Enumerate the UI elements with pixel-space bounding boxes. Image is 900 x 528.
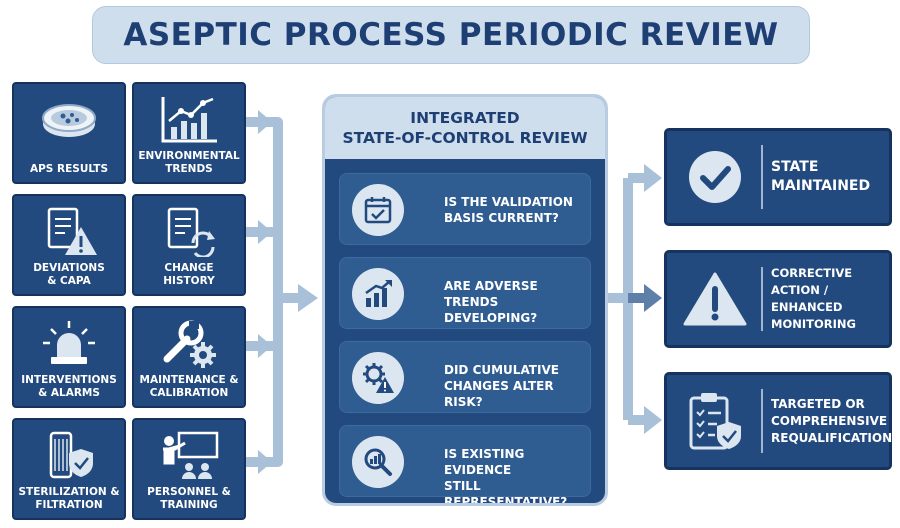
filter-shield-icon (14, 428, 124, 482)
outcome-state-maintained: STATE MAINTAINED (664, 128, 892, 226)
integrated-review-panel: INTEGRATED STATE-OF-CONTROL REVIEW IS TH… (322, 94, 608, 506)
outcome-line: CORRECTIVE ACTION / (771, 266, 853, 297)
page-title: ASEPTIC PROCESS PERIODIC REVIEW (123, 17, 779, 53)
input-label: ENVIRONMENTAL TRENDS (138, 150, 240, 175)
question-line: BASIS CURRENT? (444, 211, 559, 225)
arrowhead-out-2 (644, 284, 662, 312)
input-label: PERSONNEL & TRAINING (147, 486, 231, 511)
arrowhead-to-center (298, 284, 318, 312)
input-tile-sterilization-filtration: STERILIZATION & FILTRATION (12, 418, 126, 520)
input-label: DEVIATIONS & CAPA (33, 262, 105, 287)
question-line: DID CUMULATIVE (444, 363, 559, 377)
input-label: APS RESULTS (29, 163, 109, 175)
trend-chart-icon (134, 92, 244, 146)
outcome-line: ENHANCED (771, 300, 843, 314)
input-tile-aps-results: APS RESULTS (12, 82, 126, 184)
outcome-line: TARGETED OR (771, 396, 865, 411)
review-question-1: IS THE VALIDATION BASIS CURRENT? (339, 173, 591, 245)
arrowhead-in-4 (258, 450, 272, 474)
petri-dish-icon (14, 92, 124, 146)
arrowhead-out-3 (644, 406, 662, 434)
input-tile-personnel-training: PERSONNEL & TRAINING (132, 418, 246, 520)
outcome-requalification: TARGETED OR COMPREHENSIVE REQUALIFICATIO… (664, 372, 892, 470)
input-label: STERILIZATION & FILTRATION (18, 486, 120, 511)
rising-bars-icon (352, 268, 404, 320)
magnifier-chart-icon (352, 436, 404, 488)
document-warning-icon (14, 204, 124, 258)
title-banner: ASEPTIC PROCESS PERIODIC REVIEW (92, 6, 810, 64)
arrowhead-in-1 (258, 110, 272, 134)
input-tile-maintenance-calibration: MAINTENANCE & CALIBRATION (132, 306, 246, 408)
review-question-4: IS EXISTING EVIDENCE STILL REPRESENTATIV… (339, 425, 591, 503)
document-refresh-icon (134, 204, 244, 258)
clipboard-shield-icon (675, 375, 755, 467)
question-line: CHANGES ALTER RISK? (444, 379, 554, 409)
input-tile-change-history: CHANGE HISTORY (132, 194, 246, 296)
review-question-2: ARE ADVERSE TRENDS DEVELOPING? (339, 257, 591, 329)
outcome-line: COMPREHENSIVE (771, 413, 888, 428)
arrowhead-out-1 (644, 164, 662, 192)
arrowhead-in-3 (258, 334, 272, 358)
gear-warning-icon (352, 352, 404, 404)
outcome-corrective-action: CORRECTIVE ACTION / ENHANCED MONITORING (664, 250, 892, 348)
outcome-line: REQUALIFICATION (771, 430, 893, 445)
input-label: CHANGE HISTORY (163, 262, 215, 287)
outcome-divider (761, 389, 763, 453)
warning-triangle-icon (675, 253, 755, 345)
review-title-line1: INTEGRATED (410, 109, 520, 127)
question-line: IS EXISTING EVIDENCE (444, 447, 525, 477)
outcome-line: STATE (771, 159, 819, 175)
trainer-board-icon (134, 428, 244, 482)
question-line: ARE ADVERSE TRENDS (444, 279, 538, 309)
review-panel-header: INTEGRATED STATE-OF-CONTROL REVIEW (325, 97, 605, 159)
outcome-line: MAINTAINED (771, 178, 871, 194)
outcome-divider (761, 267, 763, 331)
alarm-light-icon (14, 316, 124, 370)
question-line: IS THE VALIDATION (444, 195, 573, 209)
input-label: INTERVENTIONS & ALARMS (21, 374, 117, 399)
review-question-3: DID CUMULATIVE CHANGES ALTER RISK? (339, 341, 591, 413)
outcome-divider (761, 145, 763, 209)
calendar-check-icon (352, 184, 404, 236)
question-line: STILL REPRESENTATIVE? (444, 479, 568, 506)
input-tile-environmental-trends: ENVIRONMENTAL TRENDS (132, 82, 246, 184)
arrowhead-in-2 (258, 220, 272, 244)
wrench-gear-icon (134, 316, 244, 370)
review-title-line2: STATE-OF-CONTROL REVIEW (342, 129, 588, 147)
input-tile-deviations-capa: DEVIATIONS & CAPA (12, 194, 126, 296)
input-label: MAINTENANCE & CALIBRATION (139, 374, 239, 399)
checkmark-circle-icon (675, 131, 755, 223)
outcome-line: MONITORING (771, 317, 856, 331)
question-line: DEVELOPING? (444, 311, 538, 325)
input-tile-interventions-alarms: INTERVENTIONS & ALARMS (12, 306, 126, 408)
